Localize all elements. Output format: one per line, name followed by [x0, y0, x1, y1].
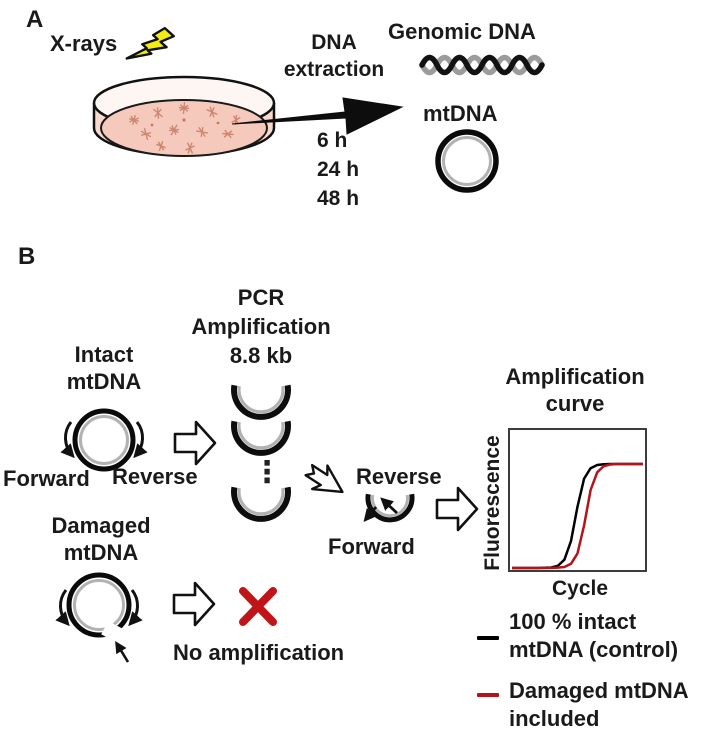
extraction-arrow: [231, 97, 404, 135]
curve-series: [512, 462, 643, 570]
lightning-bolt-icon: [125, 26, 175, 60]
no-amplification-label: No amplification: [173, 640, 345, 665]
reverse-label: Reverse: [112, 464, 198, 489]
damaged-mtdna-circle: [55, 572, 143, 663]
legend-label-control: 100 % intact mtDNA (control): [509, 609, 679, 662]
reverse-primer-arrow: [133, 421, 148, 459]
y-axis-label: Fluorescence: [481, 435, 504, 571]
pcr-product-arc: [231, 384, 291, 420]
x-axis-label: Cycle: [551, 577, 609, 600]
dna-extraction-label: DNA extraction: [283, 31, 385, 81]
mid-forward-label: Forward: [328, 534, 415, 559]
reverse-primer-arrow: [380, 497, 398, 515]
xrays-label: X-rays: [50, 31, 118, 56]
panel-b-label: B: [18, 243, 36, 270]
cultured-cells: [128, 101, 241, 154]
chart-plot-area: [508, 428, 647, 572]
forward-label: Forward: [3, 466, 90, 491]
legend-label-damaged: Damaged mtDNA included: [509, 678, 689, 731]
damage-pointer-arrow: [115, 640, 130, 663]
timepoints-list: 6 h 24 h 48 h: [317, 126, 377, 213]
timepoint-24h: 24 h: [317, 158, 360, 181]
forward-primer-arrow: [363, 506, 378, 522]
hollow-arrow-icon: [173, 420, 217, 466]
genomic-dna-label: Genomic DNA: [388, 19, 536, 44]
hollow-arrow-icon: [172, 581, 216, 627]
mtdna-plasmid-icon: [435, 129, 499, 193]
mtdna-label-a: mtDNA: [423, 101, 498, 126]
legend-swatch-control: [477, 636, 499, 640]
damaged-mtdna-label: Damaged mtDNA: [51, 513, 151, 565]
petri-dish: [92, 75, 276, 157]
pcr-product-arc: [231, 486, 291, 522]
pcr-amplification-label: PCR Amplification 8.8 kb: [191, 285, 331, 368]
reverse-primer-arrow: [128, 589, 143, 627]
forward-primer-arrow: [55, 589, 70, 627]
strand-break-gap: [101, 621, 124, 643]
mid-reverse-label: Reverse: [356, 464, 442, 489]
chart-title: Amplification curve: [505, 364, 645, 416]
panel-a-label: A: [26, 6, 44, 33]
bent-hollow-arrow-icon: [304, 463, 344, 494]
timepoint-6h: 6 h: [317, 129, 348, 152]
legend-swatch-damaged: [477, 693, 499, 697]
intact-mtdna-label: Intact mtDNA: [66, 342, 142, 394]
hollow-arrow-icon: [435, 486, 479, 532]
timepoint-48h: 48 h: [317, 187, 360, 210]
vertical-ellipsis-icon: ⋮: [252, 456, 282, 489]
pcr-product-arc: [231, 420, 291, 456]
amplicon-arc-with-primers: [363, 493, 415, 523]
intact-mtdna-circle: [60, 408, 148, 472]
red-cross-icon: [239, 587, 277, 626]
amplification-curves: [512, 462, 643, 570]
forward-primer-arrow: [60, 421, 75, 459]
dna-helix-icon: [419, 54, 545, 76]
